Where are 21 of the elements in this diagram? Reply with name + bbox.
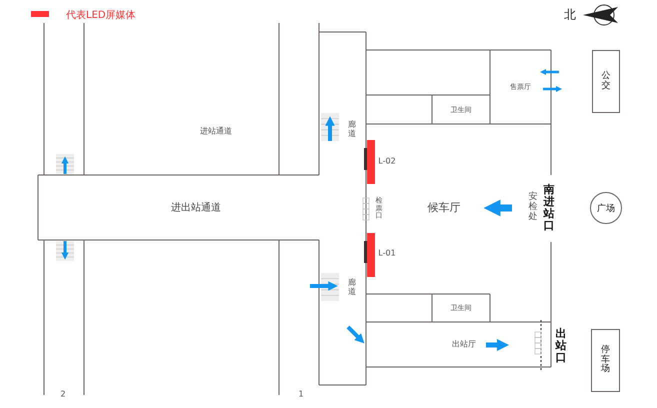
area-label: 廊道 bbox=[348, 121, 356, 139]
north-label: 北 bbox=[564, 8, 576, 22]
room-label: 停车场 bbox=[601, 346, 610, 376]
bus-stop-box bbox=[592, 50, 620, 113]
exit-label: 出站口 bbox=[556, 328, 566, 364]
area-label: 进出站通道 bbox=[171, 202, 221, 214]
area-label: 进站通道 bbox=[200, 128, 232, 136]
track-number: 2 bbox=[60, 390, 66, 400]
track-number: 1 bbox=[298, 390, 304, 400]
room-label: 广场 bbox=[597, 202, 615, 214]
screen-id: L-01 bbox=[378, 250, 396, 258]
legend-label: 代表LED屏媒体 bbox=[66, 8, 136, 22]
entrance-label: 南进站口 bbox=[544, 184, 554, 232]
area-label: 候车厅 bbox=[428, 202, 460, 214]
area-label: 廊道 bbox=[348, 279, 356, 297]
area-label: 出站厅 bbox=[452, 340, 476, 350]
screen-id: L-02 bbox=[378, 158, 396, 166]
parking-box bbox=[591, 329, 620, 392]
square-circle bbox=[590, 192, 622, 224]
room-label: 公交 bbox=[602, 72, 610, 92]
area-label: 安检处 bbox=[528, 193, 538, 223]
